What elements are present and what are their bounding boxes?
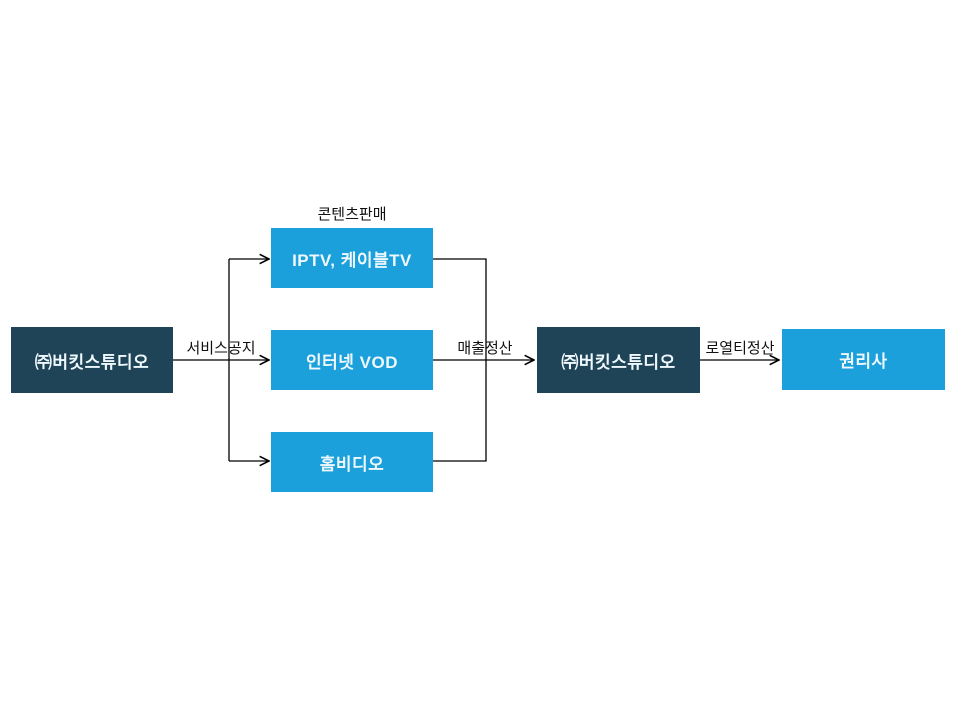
node-iptv-cable-tv: IPTV, 케이블TV bbox=[271, 228, 433, 288]
node-bucket-studio-right: ㈜버킷스튜디오 bbox=[537, 327, 700, 393]
label-sales-settlement: 매출정산 bbox=[457, 340, 513, 357]
node-label: ㈜버킷스튜디오 bbox=[561, 352, 676, 372]
node-label: 홈비디오 bbox=[319, 454, 385, 474]
node-bucket-studio-left: ㈜버킷스튜디오 bbox=[11, 327, 173, 393]
node-home-video: 홈비디오 bbox=[271, 432, 433, 492]
node-label: IPTV, 케이블TV bbox=[292, 250, 412, 270]
node-label: ㈜버킷스튜디오 bbox=[34, 352, 150, 372]
label-content-sales: 콘텐츠판매 bbox=[317, 206, 387, 223]
label-royalty-settlement: 로열티정산 bbox=[705, 340, 775, 357]
node-rights-holder: 권리사 bbox=[782, 329, 945, 390]
node-label: 인터넷 VOD bbox=[306, 352, 398, 372]
node-internet-vod: 인터넷 VOD bbox=[271, 330, 433, 390]
node-label: 권리사 bbox=[839, 352, 888, 371]
label-service-notice: 서비스공지 bbox=[186, 340, 256, 357]
